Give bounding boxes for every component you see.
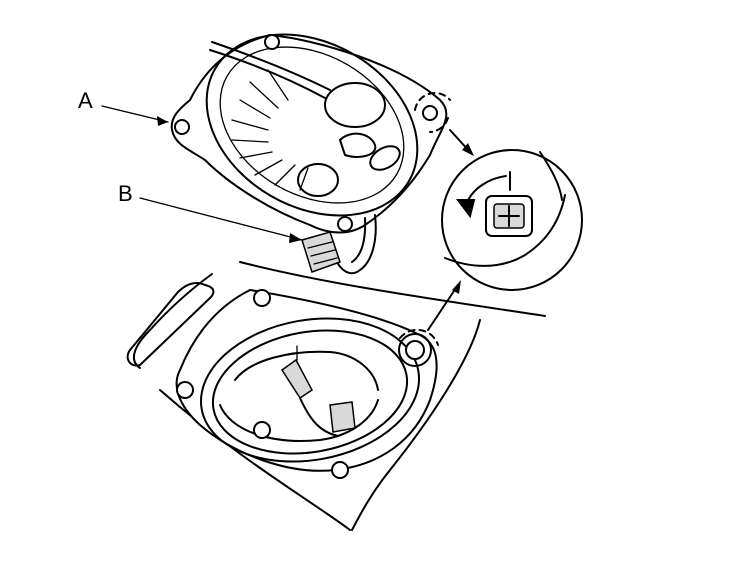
- fuel-pump-opening: [175, 288, 438, 479]
- bolt-bottom: [331, 461, 349, 479]
- mount-hole-top: [264, 34, 280, 50]
- access-cover-a: [170, 33, 448, 275]
- connector-b: [301, 231, 341, 273]
- mount-hole-right: [422, 105, 438, 121]
- bolt-right: [405, 340, 425, 360]
- bolt-top: [253, 289, 271, 307]
- callout-label-a: A: [78, 88, 93, 113]
- leader-lines: [101, 91, 474, 346]
- callout-label-b: B: [118, 181, 133, 206]
- mount-hole-left: [174, 119, 190, 135]
- detail-circle: [441, 149, 583, 291]
- mount-hole-bottom: [337, 216, 353, 232]
- bolt-left: [176, 381, 194, 399]
